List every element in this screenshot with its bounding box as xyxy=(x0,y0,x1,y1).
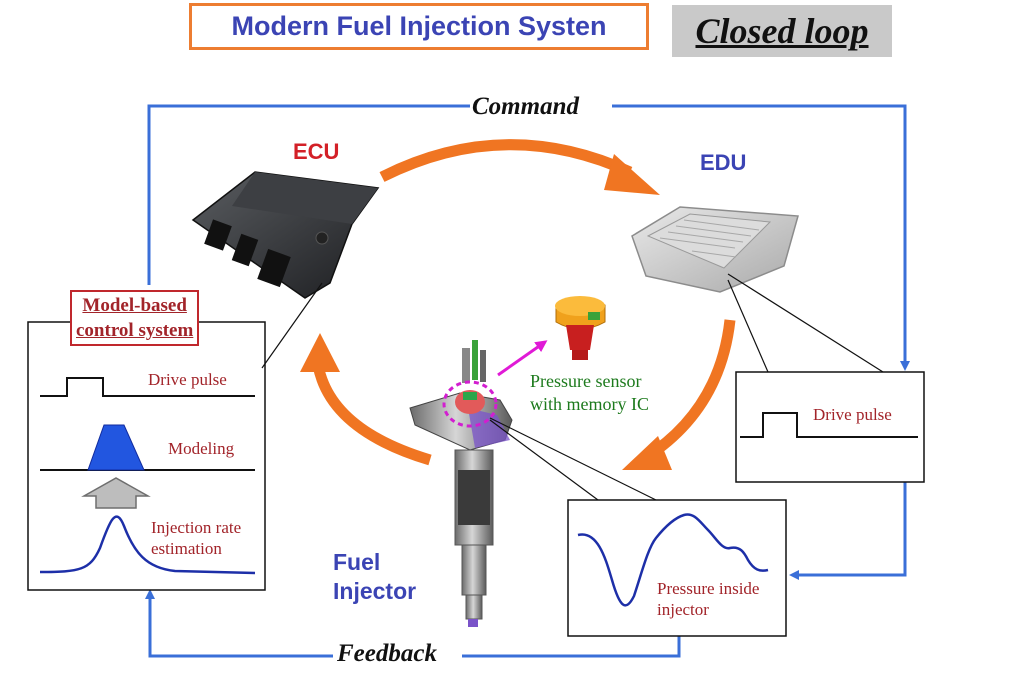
command-line-left xyxy=(147,104,470,285)
fuel-injector-label: Fuel Injector xyxy=(333,549,417,604)
injection-rate-wave xyxy=(39,515,256,575)
callout-line-injector-a xyxy=(489,419,599,501)
injector-to-ecu-arrowhead xyxy=(300,333,340,372)
modeling-shape xyxy=(87,424,145,471)
up-arrow-icon xyxy=(81,477,151,509)
edu-label: EDU xyxy=(700,150,747,175)
ecu-to-edu-arrow xyxy=(379,139,633,182)
diagram-title: Modern Fuel Injection Systen xyxy=(231,11,607,41)
model-drive-pulse-wave xyxy=(40,377,255,397)
pressure-sensor-icon xyxy=(555,296,606,360)
callout-line-injector-b xyxy=(489,417,657,501)
command-line-right xyxy=(612,104,910,371)
callout-line-edu-a xyxy=(727,279,769,373)
right-drive-pulse-wave xyxy=(740,412,918,438)
pressure-feed-line xyxy=(789,482,907,580)
feedback-line-right xyxy=(462,628,681,658)
model-panel-title: Model-based control system xyxy=(70,290,200,346)
sensor-pointer-arrow xyxy=(497,340,548,377)
title-box: Modern Fuel Injection Systen xyxy=(189,3,649,50)
callout-line-edu-b xyxy=(727,273,884,373)
pressure-wave xyxy=(577,513,769,607)
modeling-label: Modeling xyxy=(168,439,235,458)
model-panel xyxy=(27,321,266,591)
drive-pulse-panel xyxy=(735,371,925,483)
closed-loop-text: Closed loop xyxy=(695,11,869,51)
pressure-inside-label: Pressure inside injector xyxy=(657,579,760,619)
edu-unit-icon xyxy=(631,206,799,293)
ecu-label: ECU xyxy=(293,139,340,164)
injector-to-ecu-arrow xyxy=(312,363,432,466)
pressure-sensor-label: Pressure sensor with memory IC xyxy=(530,371,649,414)
ecu-to-edu-arrowhead xyxy=(604,154,660,195)
feedback-line-left xyxy=(145,589,333,658)
ecu-unit-icon xyxy=(191,171,380,299)
fuel-injector-icon xyxy=(409,340,513,627)
injection-rate-label: Injection rate estimation xyxy=(151,518,242,558)
command-label: Command xyxy=(472,93,579,120)
edu-to-injector-arrowhead xyxy=(622,436,672,470)
model-drive-pulse-label: Drive pulse xyxy=(148,370,227,389)
callout-line-ecu xyxy=(261,282,323,369)
right-drive-pulse-label: Drive pulse xyxy=(813,405,892,424)
feedback-label: Feedback xyxy=(337,640,437,667)
closed-loop-badge: Closed loop xyxy=(672,5,892,57)
pressure-panel xyxy=(567,499,787,637)
